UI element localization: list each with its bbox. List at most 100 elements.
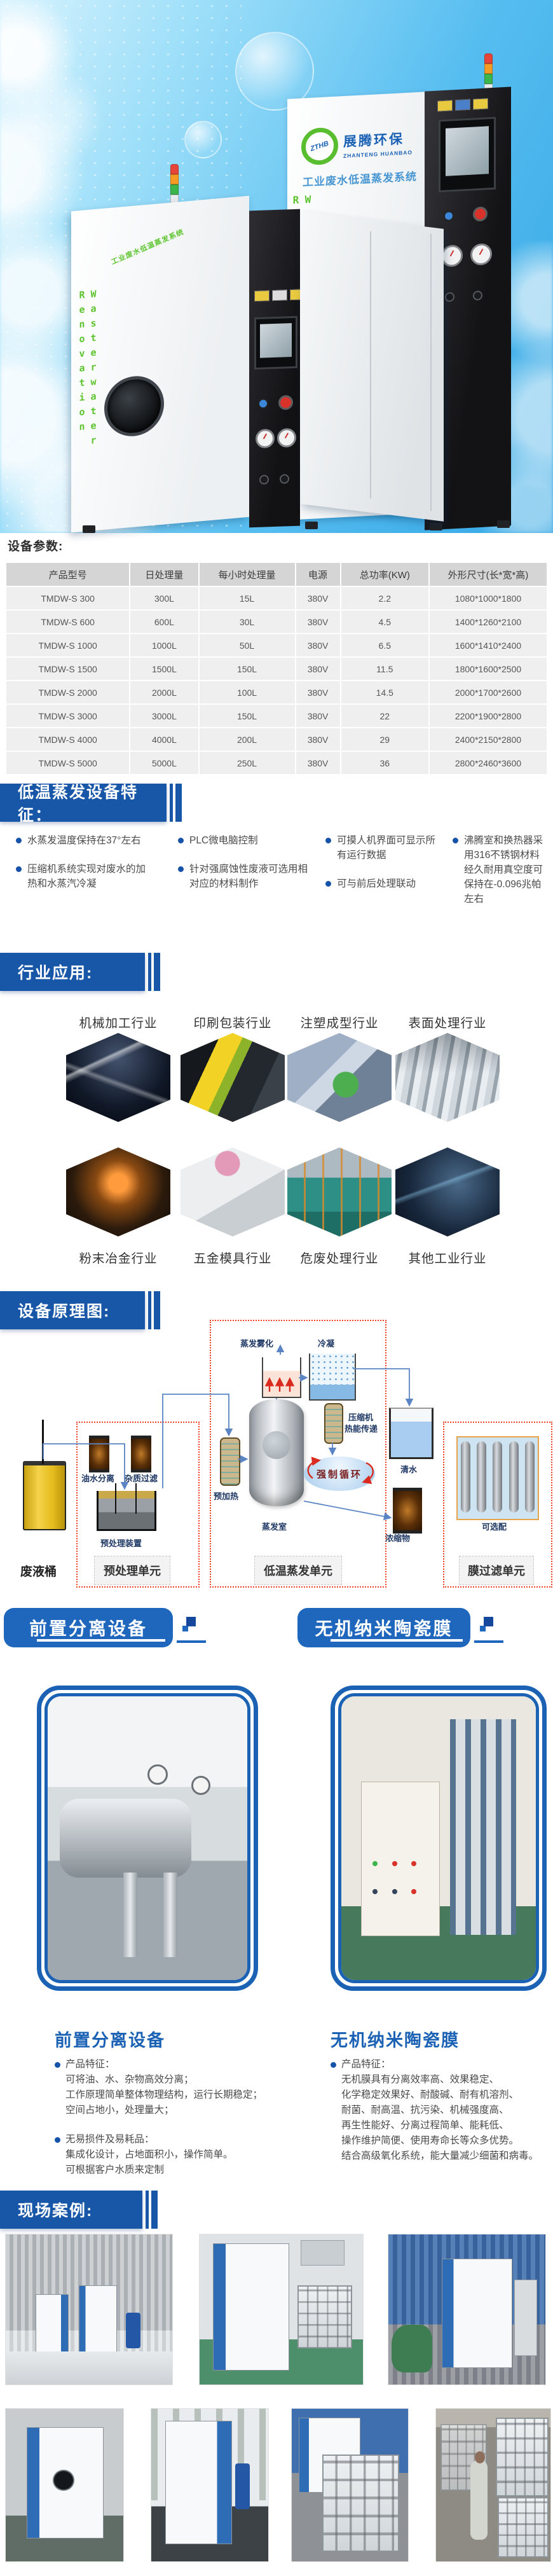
cell: 600L [130,611,198,633]
spec-table: 产品型号 日处理量 每小时处理量 电源 总功率(KW) 外形尺寸(长*宽*高) … [5,562,548,775]
cell: 2400*2150*2800 [429,728,547,751]
preheater-icon [220,1437,240,1486]
ribbon-principle: 设备原理图: [0,1291,160,1329]
feature-item: 可摸人机界面可显示所有运行数据 [325,833,440,862]
label-optional: 可选配 [482,1522,507,1532]
cell: 380V [296,681,340,703]
machine-foot [497,520,510,528]
industry-label: 粉末冶金行业 [79,1252,158,1266]
pipe-decor [123,1872,138,1958]
cell: 4.5 [341,611,428,633]
hero-banner: Wasterwater Renovation ZTHB 展腾环保 ZHANTEN… [0,0,553,533]
cell: 6.5 [341,634,428,656]
bullet-dot-icon [325,881,331,887]
machine-foot [83,525,95,533]
industry-hex-printing [181,1033,285,1122]
brand-name-cn: 展腾环保 [343,131,404,149]
cell: 150L [199,705,295,727]
text-block-ceramic-membrane: 产品特征： 无机膜具有分离效率高、效果稳定、 化学稳定效果好、耐酸碱、耐有机溶剂… [331,2057,550,2164]
ribbon-industries-label: 行业应用: [18,964,93,982]
case-photo [151,2408,269,2562]
cell: TMDW-S 600 [6,611,130,633]
text-line: 化学稳定效果好、耐酸碱、耐有机溶剂、 [341,2089,519,2100]
text-line: 空间占地小，处理量大； [65,2105,174,2116]
case-photo [291,2408,409,2562]
cell: 36 [341,752,428,774]
machine-left-door-panel [300,211,444,522]
unit-box-lowtemp: 低温蒸发单元 [254,1556,342,1585]
case-photo [5,2408,124,2562]
cell: 5000L [130,752,198,774]
pipe-line [42,1420,44,1464]
power-indicator-icon [444,211,454,221]
industry-hex-powder [66,1147,170,1236]
cell: 100L [199,681,295,703]
compressor-exchanger-icon [324,1403,343,1444]
switch-icon [473,290,482,301]
cell: TMDW-S 3000 [6,705,130,727]
stainless-tank-decor [59,1798,192,1878]
feature-item: 针对强腐蚀性废液可选用相对应的材料制作 [178,862,317,891]
industry-label: 机械加工行业 [79,1016,158,1030]
cell: 30L [199,611,295,633]
cell: TMDW-S 2000 [6,681,130,703]
text-line: 无机膜具有分离效率高、效果稳定、 [341,2074,500,2085]
porthole-icon [104,373,164,439]
cell: 2000L [130,681,198,703]
feature-item: 水蒸发温度保持在37°左右 [16,833,154,848]
bullet-title: 产品特征： [331,2057,550,2072]
machine-left-side-panel: 工业废水低温蒸发系统 Wasterwater Renovation [71,195,249,533]
unit-box-membrane: 膜过滤单元 [459,1556,534,1585]
cell: 380V [296,587,340,609]
indicator-decor [411,1889,417,1895]
switch-icon [445,292,454,302]
features-column-4: 沸腾室和换热器采用316不锈钢材料经久耐用真空度可保持在-0.096兆帕左右 [453,833,547,920]
cell: TMDW-S 4000 [6,728,130,751]
features-column-3: 可摸人机界面可显示所有运行数据 可与前后处理联动 [325,833,440,905]
indicator-decor [372,1860,378,1866]
section-title-specs: 设备参数: [8,540,64,553]
power-indicator-icon [258,398,268,409]
bullet-title: 产品特征： [55,2057,296,2072]
ribbon-features: 低温蒸发设备特征： [0,784,182,824]
industry-label: 危废处理行业 [300,1252,379,1266]
bullet-dot-icon [55,2062,60,2068]
bubble-decor [235,32,314,111]
features-column-1: 水蒸发温度保持在37°左右 压缩机系统实现对废水的加热和水蒸汽冷凝 [16,833,154,905]
industry-label: 其他工业行业 [408,1252,487,1266]
clean-water-tank-icon [389,1408,434,1459]
pressure-gauge-icon [277,427,296,448]
industry-label: 注塑成型行业 [300,1016,379,1030]
brand-logo: ZTHB 展腾环保 ZHANTENG HUANBAO [301,123,416,166]
cell: 11.5 [341,658,428,680]
machine-foot [430,523,442,530]
text-line: 可根据客户水质来定制 [65,2164,165,2175]
cell: TMDW-S 1500 [6,658,130,680]
switch-icon [280,474,289,484]
heading-pre-separation: 前置分离设备 [55,2031,165,2050]
banner-ceramic-membrane: 无机纳米陶瓷膜 [297,1608,503,1647]
industry-hex-surface [395,1033,500,1122]
bullet-dot-icon [178,838,184,843]
warning-stickers-icon [254,289,305,302]
dotted-box-membrane [443,1422,552,1588]
cell: 380V [296,611,340,633]
col-header: 总功率(KW) [341,563,428,586]
col-header: 产品型号 [6,563,130,586]
label-pretreat-device: 预处理装置 [100,1539,142,1548]
cell: 300L [130,587,198,609]
text-line: 再生性能好、分离过程简单、能耗低、 [341,2120,509,2131]
feature-item: 压缩机系统实现对废水的加热和水蒸汽冷凝 [16,862,154,891]
pressure-gauge-icon [470,243,492,266]
case-photo [199,2234,364,2385]
membrane-pipes-decor [450,1719,517,1935]
principle-diagram: 蒸发雾化 冷凝 蒸发室 预加热 压缩机 热能传递 强制循环 清水 浓缩物 可选配… [0,1318,553,1617]
col-header: 日处理量 [130,563,198,586]
label-waste-barrel: 废液桶 [20,1565,57,1579]
